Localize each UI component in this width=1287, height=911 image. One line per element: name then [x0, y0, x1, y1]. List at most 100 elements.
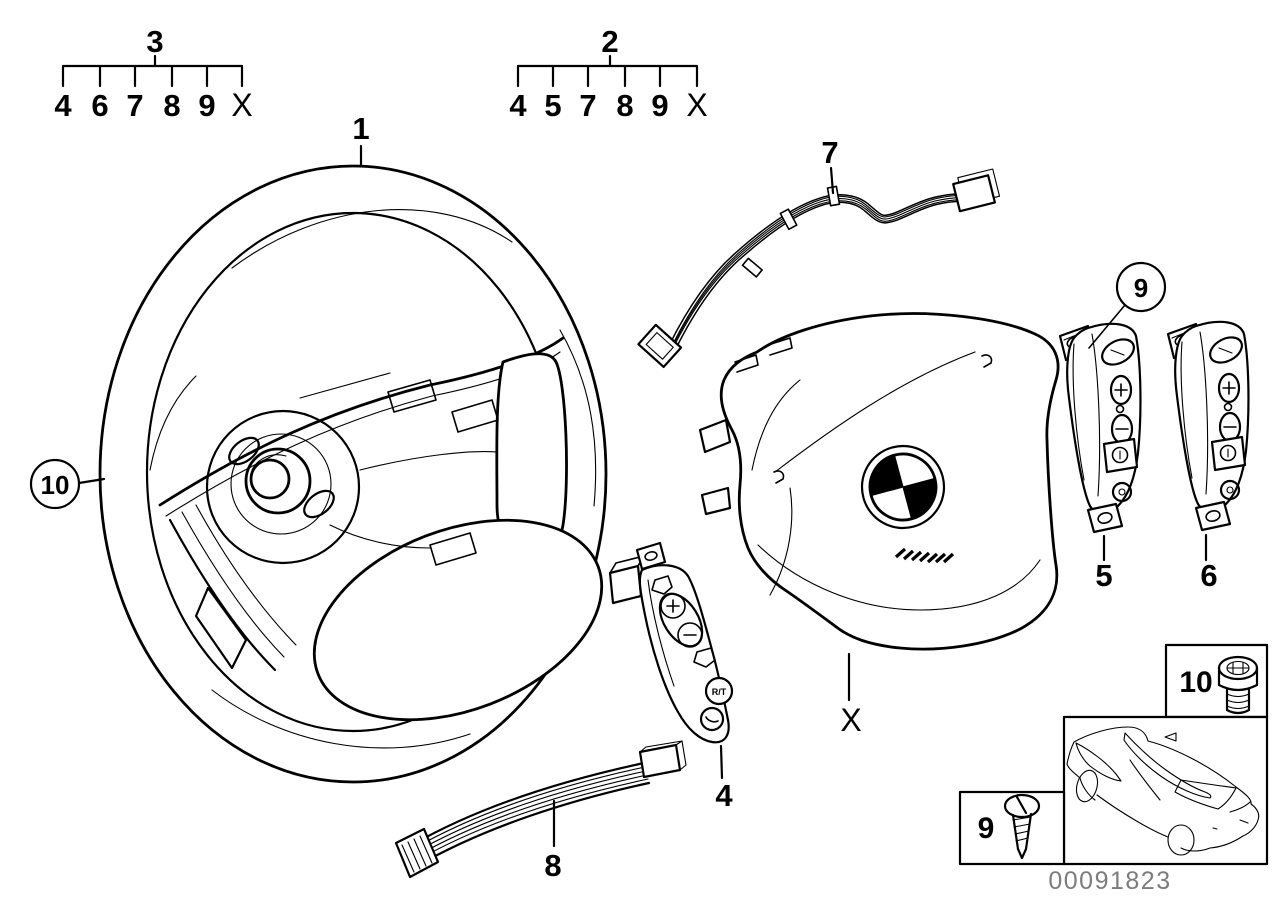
car-rear: [1180, 803, 1260, 852]
rim-depth-line-top: [231, 209, 513, 269]
airbag-tab-4: [734, 354, 759, 373]
inset-screw-10-label[interactable]: 10: [1179, 666, 1212, 699]
mfs-top-tab: [635, 541, 667, 571]
tap-head-slot: [1015, 795, 1028, 815]
car-rear-lamp: [1239, 819, 1249, 824]
callout-4-mfswitch: 4: [715, 744, 733, 813]
hub-outer-circle: [205, 409, 361, 565]
rim-depth-line-right: [559, 329, 597, 507]
callout-1-steering-wheel: 1: [352, 111, 370, 167]
steering-wheel-drawing: [98, 164, 608, 784]
inset-box-screw-10: [1164, 643, 1269, 719]
callout-9-circle-shape: [1115, 261, 1167, 313]
ribbon-top-edge: [410, 761, 646, 847]
ribbon-connector-right-body: [638, 743, 682, 779]
car-front: [1066, 763, 1096, 801]
bracket-2-child-5[interactable]: 5: [544, 88, 561, 123]
car-side-glass: [1123, 732, 1212, 799]
group-bracket-3: 3 4 6 7 8 9 X: [54, 24, 252, 123]
mech-line-3: [329, 524, 431, 549]
ribbon-cable-drawing: [394, 740, 687, 879]
inset-box-car: [1062, 715, 1269, 866]
airbag-lettering: [894, 547, 955, 564]
callout-x-label[interactable]: X: [840, 702, 861, 738]
tap-threads: [1012, 816, 1032, 842]
mech-line-1: [299, 372, 391, 399]
callout-10-leader: [77, 477, 106, 485]
bracket-3-child-4[interactable]: 4: [54, 88, 72, 123]
callout-9-label[interactable]: 9: [1134, 273, 1148, 303]
callout-7-leader: [829, 166, 835, 195]
tap-tip: [1016, 847, 1028, 860]
doc-number: 00091823: [1048, 867, 1171, 895]
bracket-3-parent-label[interactable]: 3: [146, 24, 163, 59]
mfs-arrow-up-button: [651, 575, 673, 595]
mfs-volume-up-button: [660, 593, 686, 619]
callout-4-label[interactable]: 4: [715, 778, 733, 813]
roundel-quadrant-lower-right: [903, 478, 936, 519]
bracket-3-child-9[interactable]: 9: [198, 88, 215, 123]
hub-shaft-circle: [249, 458, 291, 500]
ribbon-bottom-edge: [415, 781, 651, 868]
ribbon-strand-4: [415, 778, 649, 862]
ribbon-strand-3: [414, 774, 648, 858]
bracket-2-child-4[interactable]: 4: [509, 88, 527, 123]
callout-8-label[interactable]: 8: [544, 848, 561, 883]
inset-panel: 10 9: [958, 643, 1269, 895]
fastener-mark-left: [773, 470, 785, 484]
ribbon-connector-left: [394, 827, 440, 879]
callout-8-ribbon: 8: [544, 799, 562, 883]
bracket-2-parent-label[interactable]: 2: [601, 24, 618, 59]
torx-threads: [1226, 693, 1250, 710]
mfs-rt-button-label[interactable]: R/T: [712, 687, 727, 697]
ribbon-connector-left-body: [394, 827, 440, 879]
car-antenna-mark: [1164, 732, 1177, 742]
ribbon-strand-1: [412, 766, 646, 850]
car-trunk-line: [1229, 801, 1251, 813]
hub-mid-circle: [230, 433, 332, 535]
callout-6-switch: 6: [1200, 533, 1218, 593]
airbag-tab-1: [698, 418, 732, 454]
callout-9-circle: 9: [1088, 261, 1167, 349]
callout-9-leader: [1088, 304, 1126, 349]
car-front-wheel: [1075, 769, 1099, 803]
airbag-tab-2: [700, 486, 732, 516]
cable-7-strand-3: [672, 199, 967, 349]
bracket-2-child-7[interactable]: 7: [579, 88, 596, 123]
cable-7-strand-1: [672, 197, 967, 347]
ribbon-strand-2: [413, 770, 647, 854]
callout-7-label[interactable]: 7: [821, 135, 838, 170]
airbag-module-drawing: [698, 312, 1060, 651]
airbag-inner-bottom: [757, 544, 1041, 611]
mfs-body-inner-line: [647, 579, 675, 687]
callout-1-label[interactable]: 1: [352, 111, 369, 146]
bracket-3-child-7[interactable]: 7: [126, 88, 143, 123]
mfs-plus-glyph: [666, 599, 680, 613]
mfs-connector-front: [608, 564, 643, 605]
bracket-2-child-x[interactable]: X: [686, 87, 707, 123]
tapping-screw-icon: [1003, 793, 1041, 860]
mfs-arrow-down-button: [693, 647, 716, 668]
bracket-3-child-8[interactable]: 8: [163, 88, 180, 123]
bracket-2-child-9[interactable]: 9: [651, 88, 668, 123]
lower-left-spoke-line-3: [195, 504, 297, 646]
airbag-seam-line: [774, 351, 976, 473]
spoke-mechanism-details: [299, 372, 499, 566]
callout-10-label[interactable]: 10: [41, 470, 70, 500]
mech-box-3: [429, 532, 477, 566]
callout-6-label[interactable]: 6: [1200, 558, 1217, 593]
bracket-3-lines: [61, 54, 244, 88]
roundel-cross: [870, 454, 936, 520]
callout-5-label[interactable]: 5: [1095, 558, 1112, 593]
cable-clip-1: [741, 257, 763, 278]
bracket-2-child-8[interactable]: 8: [616, 88, 633, 123]
bracket-3-child-6[interactable]: 6: [91, 88, 108, 123]
car-plate-mark: [1212, 827, 1218, 830]
inset-screw-9-label[interactable]: 9: [978, 812, 995, 845]
bracket-3-child-x[interactable]: X: [231, 87, 252, 123]
wheel-outer-rim: [98, 164, 608, 784]
car-bottom: [1096, 794, 1169, 838]
airbag-inner-panel: [769, 487, 793, 596]
